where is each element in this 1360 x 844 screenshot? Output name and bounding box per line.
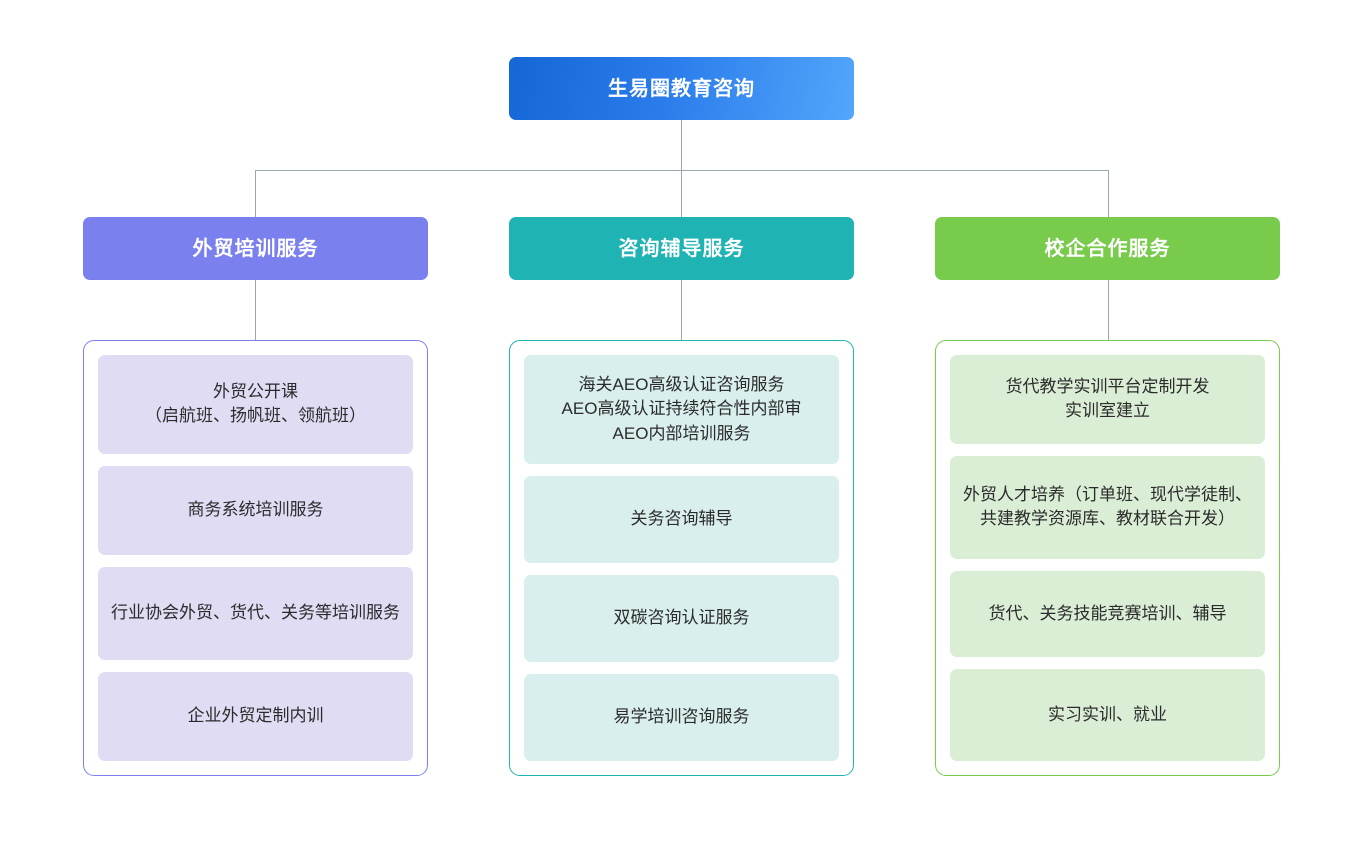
connector-root-stem bbox=[681, 120, 683, 171]
branch-header-school-enterprise[interactable]: 校企合作服务 bbox=[935, 217, 1280, 280]
leaf-item[interactable]: 商务系统培训服务 bbox=[98, 465, 413, 556]
branch-header-label-training: 外贸培训服务 bbox=[192, 237, 319, 260]
branch-panel-training: 外贸公开课 （启航班、扬帆班、领航班） 商务系统培训服务 行业协会外贸、货代、关… bbox=[83, 340, 428, 776]
leaf-item[interactable]: 易学培训咨询服务 bbox=[524, 674, 839, 761]
branch-header-label-school-enterprise: 校企合作服务 bbox=[1044, 237, 1171, 260]
leaf-item[interactable]: 关务咨询辅导 bbox=[524, 476, 839, 564]
connector-drop-branch-1 bbox=[255, 170, 257, 218]
branch-header-consulting[interactable]: 咨询辅导服务 bbox=[509, 217, 854, 280]
leaf-item[interactable]: 行业协会外贸、货代、关务等培训服务 bbox=[98, 567, 413, 660]
leaf-item[interactable]: 双碳咨询认证服务 bbox=[524, 575, 839, 663]
root-node[interactable]: 生易圈教育咨询 bbox=[509, 57, 854, 120]
leaf-item[interactable]: 外贸人才培养（订单班、现代学徒制、共建教学资源库、教材联合开发） bbox=[950, 455, 1265, 559]
connector-drop-branch-3 bbox=[1108, 170, 1110, 218]
branch-panel-school-enterprise: 货代教学实训平台定制开发 实训室建立 外贸人才培养（订单班、现代学徒制、共建教学… bbox=[935, 340, 1280, 776]
branch-header-training[interactable]: 外贸培训服务 bbox=[83, 217, 428, 280]
connector-header-to-panel-2 bbox=[681, 280, 683, 341]
root-node-label: 生易圈教育咨询 bbox=[608, 77, 755, 100]
branch-header-label-consulting: 咨询辅导服务 bbox=[618, 237, 745, 260]
leaf-item[interactable]: 货代教学实训平台定制开发 实训室建立 bbox=[950, 355, 1265, 444]
connector-header-to-panel-1 bbox=[255, 280, 257, 341]
connector-drop-branch-2 bbox=[681, 170, 683, 218]
leaf-item[interactable]: 海关AEO高级认证咨询服务 AEO高级认证持续符合性内部审 AEO内部培训服务 bbox=[524, 355, 839, 465]
leaf-item[interactable]: 货代、关务技能竞赛培训、辅导 bbox=[950, 570, 1265, 658]
leaf-item[interactable]: 外贸公开课 （启航班、扬帆班、领航班） bbox=[98, 355, 413, 454]
branch-panel-consulting: 海关AEO高级认证咨询服务 AEO高级认证持续符合性内部审 AEO内部培训服务 … bbox=[509, 340, 854, 776]
connector-header-to-panel-3 bbox=[1108, 280, 1110, 341]
leaf-item[interactable]: 实习实训、就业 bbox=[950, 669, 1265, 761]
leaf-item[interactable]: 企业外贸定制内训 bbox=[98, 671, 413, 761]
